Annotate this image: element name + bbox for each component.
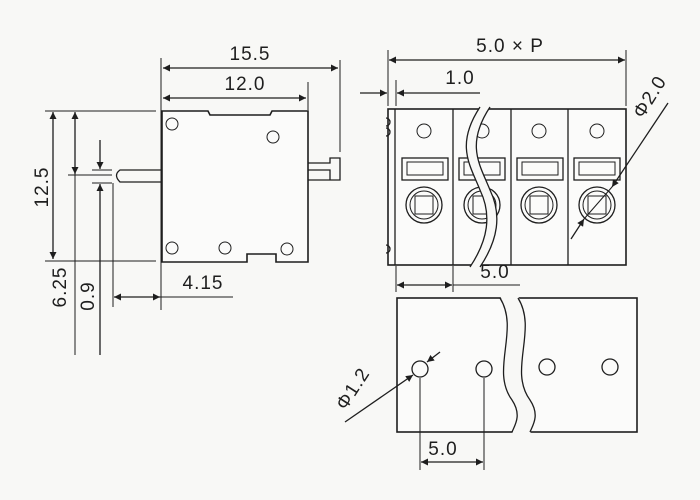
side-body [161, 110, 309, 263]
dim-pin-length: 4.15 [183, 273, 224, 294]
mount-hole [280, 242, 294, 256]
mount-hole [165, 241, 179, 255]
pcb-hole [475, 360, 493, 378]
pcb-hole [411, 360, 429, 378]
pcb-hole [601, 358, 619, 376]
dim-pitch: 5.0 [480, 262, 509, 283]
side-view: 15.5 12.0 12.5 6.25 0.9 4.15 [32, 44, 341, 355]
mount-hole [266, 130, 280, 144]
dim-hole-pitch: 5.0 [428, 439, 457, 460]
pcb-pin [115, 169, 162, 183]
break-line [465, 106, 498, 268]
dim-body-width: 12.0 [225, 74, 266, 95]
break-line [499, 297, 536, 433]
screw-tab [308, 157, 341, 181]
front-view: 5.0 × P 1.0 Φ2.0 5.0 [360, 36, 671, 292]
dim-pin-thickness: 0.9 [78, 281, 99, 310]
pole [401, 123, 449, 224]
pole [573, 123, 621, 224]
mount-hole [218, 241, 232, 255]
pcb-hole [538, 358, 556, 376]
pole [516, 123, 564, 224]
dim-overall-width: 15.5 [230, 44, 271, 65]
dim-wire-hole-diameter: Φ2.0 [629, 72, 671, 122]
pcb-layout: Φ1.2 5.0 [332, 296, 638, 470]
dim-total-length: 5.0 × P [476, 36, 544, 57]
mount-hole [165, 117, 179, 131]
dim-height: 12.5 [32, 167, 53, 208]
dim-edge-offset: 1.0 [445, 68, 474, 89]
dim-pin-offset: 6.25 [50, 267, 71, 308]
